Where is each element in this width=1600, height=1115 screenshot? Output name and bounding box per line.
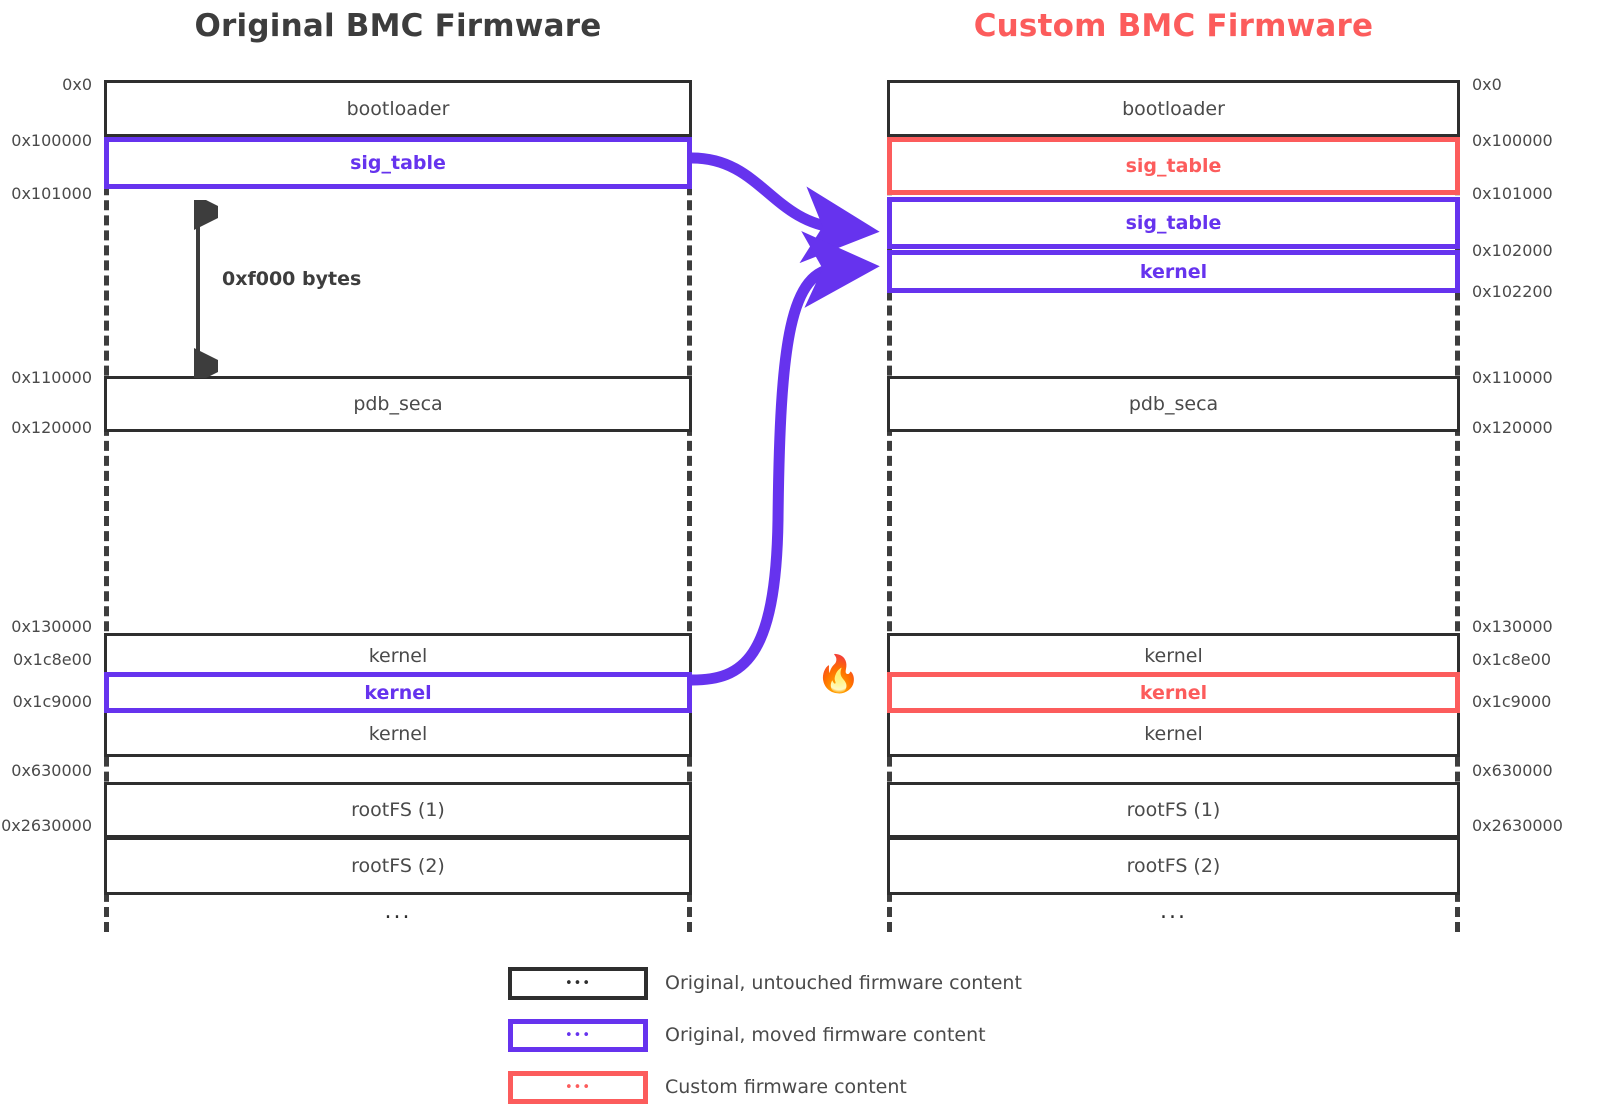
legend-swatch-custom: ••• <box>508 1070 648 1104</box>
custom-firmware-map: bootloader sig_table sig_table kernel pd… <box>887 80 1460 932</box>
addr-left-8: 0x630000 <box>11 761 92 780</box>
addr-right-10: 0x630000 <box>1472 761 1553 780</box>
addr-left-0: 0x0 <box>62 75 92 94</box>
block-kernel-lower: kernel <box>104 710 692 757</box>
block-label: kernel <box>368 644 428 667</box>
block-rootfs-2: rootFS (2) <box>104 837 692 895</box>
block-label: bootloader <box>346 97 450 120</box>
block-kernel-upper: kernel <box>104 633 692 678</box>
block-label: kernel <box>1139 260 1208 283</box>
block-label: kernel <box>1144 722 1203 745</box>
legend-label-moved: Original, moved firmware content <box>665 1024 986 1046</box>
block-kernel-lower: kernel <box>887 710 1460 757</box>
block-label: sig_table <box>350 152 446 174</box>
addr-right-11: 0x2630000 <box>1472 816 1563 835</box>
block-sig-table-custom: sig_table <box>887 137 1460 195</box>
block-label: kernel <box>364 681 432 704</box>
block-label: kernel <box>1144 644 1203 667</box>
addr-left-1: 0x100000 <box>11 131 92 150</box>
block-rootfs-1: rootFS (1) <box>887 782 1460 838</box>
legend-row-untouched: ••• Original, untouched firmware content <box>508 962 1148 1004</box>
block-label: sig_table <box>1125 155 1222 177</box>
addr-left-2: 0x101000 <box>11 184 92 203</box>
block-bootloader: bootloader <box>887 80 1460 137</box>
addr-left-9: 0x2630000 <box>1 816 92 835</box>
right-map-spine-left <box>887 80 892 932</box>
addr-right-8: 0x1c8e00 <box>1472 650 1552 669</box>
block-label: pdb_seca <box>353 393 443 415</box>
block-label: pdb_seca <box>1128 393 1219 415</box>
block-bootloader: bootloader <box>104 80 692 137</box>
right-map-spine-right <box>1455 80 1460 932</box>
legend-row-custom: ••• Custom firmware content <box>508 1066 1148 1108</box>
block-rootfs-2: rootFS (2) <box>887 837 1460 895</box>
legend: ••• Original, untouched firmware content… <box>508 962 1148 1115</box>
legend-swatch-dots: ••• <box>564 1079 591 1095</box>
legend-swatch-dots: ••• <box>564 1027 591 1043</box>
block-label: rootFS (2) <box>1126 855 1221 877</box>
addr-right-9: 0x1c9000 <box>1472 692 1552 711</box>
left-column-title: Original BMC Firmware <box>194 8 602 44</box>
legend-swatch-untouched: ••• <box>508 966 648 1000</box>
ellipsis-glyph: ... <box>384 899 412 924</box>
addr-right-3: 0x102000 <box>1472 241 1553 260</box>
block-label: rootFS (2) <box>351 855 445 877</box>
block-kernel-moved: kernel <box>887 250 1460 293</box>
block-ellipsis: ... <box>887 892 1460 932</box>
block-label: rootFS (1) <box>1126 799 1221 821</box>
addr-right-6: 0x120000 <box>1472 418 1553 437</box>
legend-label-custom: Custom firmware content <box>665 1076 907 1098</box>
block-kernel-moved: kernel <box>104 672 692 713</box>
original-firmware-map: bootloader sig_table pdb_seca kernel ker… <box>104 80 692 932</box>
addr-right-0: 0x0 <box>1472 75 1502 94</box>
ellipsis-glyph: ... <box>1160 899 1187 924</box>
size-measure-label: 0xf000 bytes <box>222 268 362 290</box>
legend-label-untouched: Original, untouched firmware content <box>665 972 1022 994</box>
block-pdb-seca: pdb_seca <box>887 376 1460 432</box>
size-measure-arrow <box>178 200 218 378</box>
left-map-spine-left <box>104 80 109 932</box>
addr-left-3: 0x110000 <box>11 368 92 387</box>
addr-right-7: 0x130000 <box>1472 617 1553 636</box>
block-label: rootFS (1) <box>351 799 445 821</box>
block-label: kernel <box>1139 681 1208 704</box>
legend-swatch-moved: ••• <box>508 1018 648 1052</box>
addr-left-7: 0x1c9000 <box>12 692 92 711</box>
block-label: kernel <box>368 722 428 745</box>
addr-right-4: 0x102200 <box>1472 282 1553 301</box>
block-kernel-custom: kernel <box>887 672 1460 713</box>
connector-kernel <box>686 231 880 686</box>
addr-left-5: 0x130000 <box>11 617 92 636</box>
addr-left-4: 0x120000 <box>11 418 92 437</box>
connector-sig-table <box>686 152 880 264</box>
block-ellipsis: ... <box>104 892 692 932</box>
block-kernel-upper: kernel <box>887 633 1460 678</box>
block-label: bootloader <box>1122 97 1225 120</box>
legend-row-moved: ••• Original, moved firmware content <box>508 1014 1148 1056</box>
legend-swatch-dots: ••• <box>564 975 591 991</box>
block-sig-table-moved: sig_table <box>887 197 1460 249</box>
fire-icon: 🔥 <box>816 654 861 695</box>
block-label: sig_table <box>1125 212 1222 234</box>
right-column-title: Custom BMC Firmware <box>973 8 1374 44</box>
block-sig-table-moved: sig_table <box>104 137 692 189</box>
addr-right-2: 0x101000 <box>1472 184 1553 203</box>
addr-left-6: 0x1c8e00 <box>12 650 92 669</box>
addr-right-1: 0x100000 <box>1472 131 1553 150</box>
addr-right-5: 0x110000 <box>1472 368 1553 387</box>
block-pdb-seca: pdb_seca <box>104 376 692 432</box>
block-rootfs-1: rootFS (1) <box>104 782 692 838</box>
